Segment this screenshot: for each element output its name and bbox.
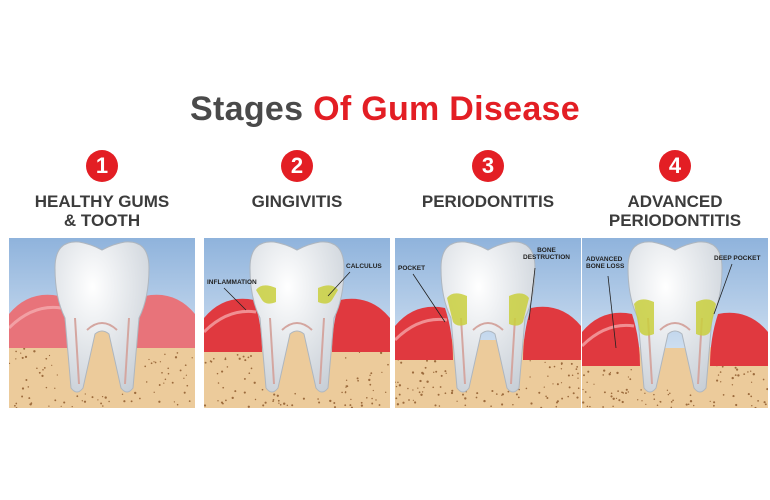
title-part-gum-disease: Of Gum Disease (313, 90, 580, 128)
stage-2-illustration: INFLAMMATION CALCULUS (204, 238, 390, 408)
title-part-stages: Stages (190, 90, 304, 128)
pulp-chamber (281, 322, 313, 331)
calculus-right (696, 299, 716, 336)
callout-leader-line (412, 273, 446, 323)
callout-leader-line (713, 263, 733, 315)
tooth (440, 241, 536, 393)
stage-1-illustration (9, 238, 195, 408)
calculus-left (256, 285, 276, 304)
page-title: Stages Of Gum Disease (0, 90, 770, 129)
stage-2-heading: GINGIVITIS (251, 192, 343, 211)
calculus-left (634, 299, 654, 336)
stage-1-tooth-diagram (9, 238, 195, 408)
root-canal (74, 317, 130, 385)
stage-1-heading: HEALTHY GUMS& TOOTH (34, 192, 170, 230)
pulp-chamber (659, 322, 691, 331)
gum-highlight (204, 309, 257, 334)
gum-highlight (395, 317, 448, 342)
stage-1-badge: 1 (86, 150, 118, 182)
callout-pocket: POCKET (398, 265, 426, 272)
pulp-chamber (472, 322, 504, 331)
callout-leader-line (607, 275, 617, 349)
gum-highlight (582, 323, 635, 348)
stage-1-card: 1 HEALTHY GUMS& TOOTH (9, 150, 195, 410)
gum-highlight (9, 305, 62, 330)
stage-2-badge: 2 (281, 150, 313, 182)
callout-inflammation: INFLAMMATION (207, 279, 257, 286)
stage-3-tooth-diagram (395, 238, 581, 408)
callout-leader-line (327, 271, 351, 297)
calculus-right (509, 293, 529, 326)
gum-right (523, 306, 581, 360)
stage-2-card: 2 GINGIVITIS INFLAMMATION CALCULUS (204, 150, 390, 410)
calculus-left (447, 293, 467, 326)
callout-calculus: CALCULUS (346, 263, 382, 270)
callout-leader-line (528, 267, 536, 321)
stage-3-heading: PERIODONTITIS (421, 192, 555, 211)
gum-right (332, 298, 390, 352)
callout-leader-line (223, 287, 247, 311)
gum-right (137, 294, 195, 348)
gum-right (710, 312, 768, 366)
callout-deep-pocket: DEEP POCKET (714, 255, 761, 262)
tooth (249, 241, 345, 393)
stage-3-badge: 3 (472, 150, 504, 182)
stage-4-badge: 4 (659, 150, 691, 182)
pulp-chamber (86, 322, 118, 331)
root-canal (269, 317, 325, 385)
tooth (54, 241, 150, 393)
root-canal (460, 317, 516, 385)
stage-2-tooth-diagram (204, 238, 390, 408)
stage-4-tooth-diagram (582, 238, 768, 408)
